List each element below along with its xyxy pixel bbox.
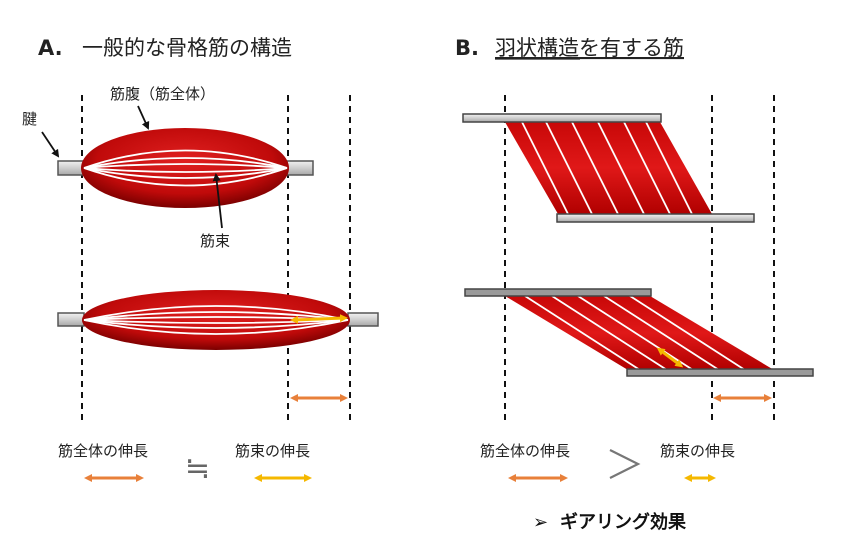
pennate-body: [505, 122, 712, 214]
left-tendon-stretched: [57, 312, 85, 327]
lower-aponeurosis: [556, 213, 755, 223]
conclusion-text: ギアリング効果: [560, 511, 687, 533]
b-relation-symbol-shape: [609, 449, 641, 479]
muscle-belly-stretched: [82, 290, 350, 350]
pennate-body-stretched: [505, 296, 774, 370]
left-tendon: [57, 160, 85, 176]
lower-aponeurosis-stretched: [626, 368, 814, 377]
label-tendon: 腱: [22, 110, 37, 128]
conclusion-marker: ➢: [533, 512, 548, 533]
a-label-fascicle-elong: 筋束の伸長: [235, 442, 310, 460]
pennate-relaxed: [462, 113, 755, 223]
label-muscle-belly: 筋腹（筋全体）: [110, 85, 215, 103]
panel-a-letter: A.: [38, 36, 63, 60]
label-fascicle: 筋束: [200, 232, 230, 250]
pennate-stretched: [464, 288, 814, 377]
panel-a-title: 一般的な骨格筋の構造: [82, 36, 292, 60]
a-relation-symbol: ≒: [185, 451, 210, 486]
muscle-belly: [81, 128, 289, 208]
belly-pointer: [137, 105, 150, 130]
upper-aponeurosis-stretched: [464, 288, 652, 297]
a-label-whole-elong: 筋全体の伸長: [58, 442, 148, 460]
pennate-fascicles: [521, 121, 693, 215]
right-tendon-stretched: [347, 312, 379, 327]
panel-a-guides: [81, 95, 351, 425]
right-tendon: [286, 160, 314, 176]
stretched-muscle: [57, 290, 379, 350]
fascicle-stretch-arrow: [290, 314, 348, 324]
panel-b-letter: B.: [455, 36, 479, 60]
fascicle-lines: [83, 149, 288, 187]
relaxed-muscle: [57, 128, 314, 208]
b-label-fascicle-elong: 筋束の伸長: [660, 442, 735, 460]
panel-b-title: 羽状構造を有する筋: [495, 36, 684, 60]
b-label-whole-elong: 筋全体の伸長: [480, 442, 570, 460]
upper-aponeurosis: [462, 113, 662, 123]
fascicle-pointer: [212, 173, 223, 229]
pennate-fascicle-arrow: [656, 347, 684, 368]
tendon-pointer: [41, 131, 60, 158]
